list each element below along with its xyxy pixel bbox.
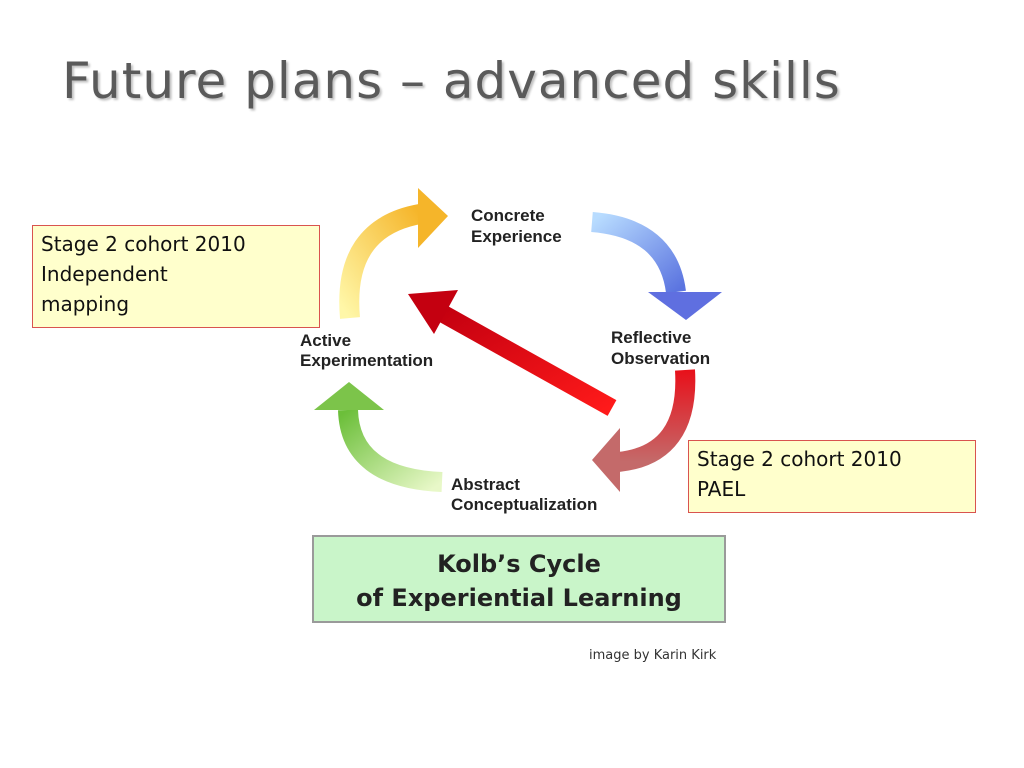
stage-active-line1: Active [300, 331, 351, 350]
arrow-experience-to-observation [591, 212, 722, 320]
kolb-caption-line2: of Experiential Learning [356, 584, 682, 612]
image-credit: image by Karin Kirk [589, 648, 717, 663]
slide-title: Future plans – advanced skills [62, 52, 841, 110]
note-pael: Stage 2 cohort 2010 PAEL [688, 440, 976, 513]
note-right-line1: Stage 2 cohort 2010 [697, 447, 902, 471]
arrow-conceptualization-to-experimentation [314, 382, 443, 492]
arrow-experimentation-to-experience [339, 188, 448, 319]
note-independent-mapping: Stage 2 cohort 2010 Independent mapping [32, 225, 320, 328]
arrow-observation-to-conceptualization [592, 369, 696, 492]
note-right-line2: PAEL [697, 477, 746, 501]
note-left-line1: Stage 2 cohort 2010 [41, 232, 246, 256]
kolb-cycle-caption: Kolb’s Cycle of Experiential Learning [312, 535, 726, 623]
stage-concrete-line1: Concrete [471, 206, 545, 225]
note-left-line2: Independent [41, 262, 168, 286]
note-left-line3: mapping [41, 292, 130, 316]
arrow-diagonal-shortcut [408, 290, 617, 416]
stage-abstract-line2: Conceptualization [451, 495, 597, 514]
stage-reflective-line2: Observation [611, 349, 710, 368]
stage-concrete-line2: Experience [471, 227, 562, 246]
stage-active-line2: Experimentation [300, 351, 433, 370]
stage-reflective-line1: Reflective [611, 328, 691, 347]
kolb-caption-line1: Kolb’s Cycle [437, 550, 601, 578]
stage-abstract-line1: Abstract [451, 475, 520, 494]
